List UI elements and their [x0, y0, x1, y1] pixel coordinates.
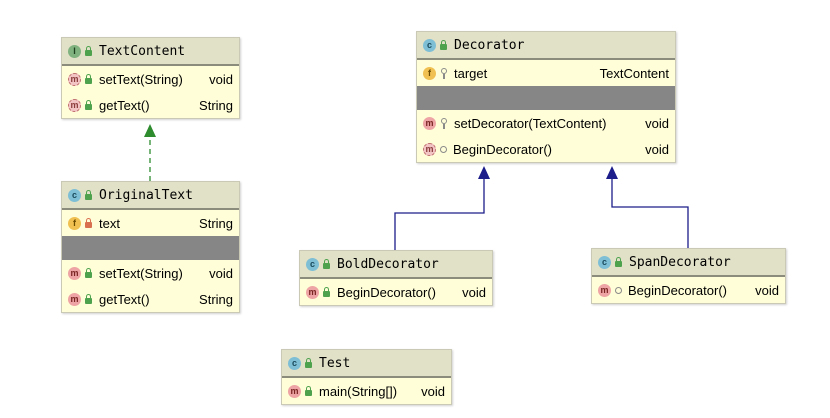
method-row[interactable]: m BeginDecorator() void	[417, 136, 675, 162]
method-type: void	[755, 282, 779, 298]
extends-edge-spandecorator-decorator	[611, 178, 689, 248]
private-icon	[85, 217, 93, 228]
method-name: BeginDecorator()	[337, 284, 436, 300]
method-row[interactable]: m setText(String) void	[62, 66, 239, 92]
method-type: void	[421, 383, 445, 399]
class-box-bolddecorator[interactable]: c BoldDecorator m BeginDecorator() void	[299, 250, 493, 306]
method-name: setText(String)	[99, 71, 183, 87]
method-row[interactable]: m BeginDecorator() void	[592, 277, 785, 303]
abstract-class-icon: c	[423, 38, 436, 52]
package-private-icon	[440, 145, 447, 153]
field-row[interactable]: f target TextContent	[417, 60, 675, 86]
public-icon	[305, 357, 313, 368]
public-icon	[85, 293, 93, 304]
public-icon	[85, 73, 93, 84]
method-name: getText()	[99, 97, 150, 113]
class-box-decorator[interactable]: c Decorator f target TextContent m setDe…	[416, 31, 676, 163]
method-type: void	[209, 265, 233, 281]
public-icon	[85, 267, 93, 278]
method-name: main(String[])	[319, 383, 398, 399]
class-header: c OriginalText	[62, 182, 239, 210]
class-box-test[interactable]: c Test m main(String[]) void	[281, 349, 452, 405]
method-icon: m	[306, 285, 319, 299]
abstract-method-icon: m	[68, 72, 81, 86]
implements-arrowhead	[144, 124, 156, 137]
field-type: TextContent	[599, 65, 669, 81]
class-header: c Decorator	[417, 32, 675, 60]
class-icon: c	[68, 188, 81, 202]
static-method-icon: m	[288, 384, 301, 398]
class-header: I TextContent	[62, 38, 239, 66]
method-icon: m	[68, 266, 81, 280]
field-name: target	[454, 65, 488, 81]
class-name: OriginalText	[99, 187, 193, 203]
method-name: getText()	[99, 291, 150, 307]
method-row[interactable]: m setDecorator(TextContent) void	[417, 110, 675, 136]
interface-icon: I	[68, 44, 81, 58]
method-name: BeginDecorator()	[628, 282, 727, 298]
method-type: void	[645, 141, 669, 157]
method-row[interactable]: m setText(String) void	[62, 260, 239, 286]
runnable-class-icon: c	[288, 356, 301, 370]
class-header: c BoldDecorator	[300, 251, 492, 279]
class-name: Decorator	[454, 37, 525, 53]
abstract-method-icon: m	[423, 142, 436, 156]
method-row[interactable]: m getText() String	[62, 92, 239, 118]
package-private-icon	[615, 286, 622, 294]
method-row[interactable]: m getText() String	[62, 286, 239, 312]
class-icon: c	[306, 257, 319, 271]
class-box-originaltext[interactable]: c OriginalText f text String m setText(S…	[61, 181, 240, 313]
method-icon: m	[598, 283, 611, 297]
class-header: c Test	[282, 350, 451, 378]
method-type: void	[462, 284, 486, 300]
public-icon	[440, 39, 448, 50]
extends-arrowhead-bold	[478, 166, 490, 179]
public-icon	[323, 286, 331, 297]
public-icon	[85, 99, 93, 110]
class-name: TextContent	[99, 43, 186, 59]
field-icon: f	[423, 66, 436, 80]
protected-icon	[440, 67, 448, 79]
method-type: String	[199, 97, 233, 113]
method-icon: m	[423, 116, 436, 130]
constructor-separator	[62, 236, 239, 260]
method-type: void	[645, 115, 669, 131]
abstract-method-icon: m	[68, 98, 81, 112]
class-icon: c	[598, 255, 611, 269]
public-icon	[305, 385, 313, 396]
method-icon: m	[68, 292, 81, 306]
extends-arrowhead-span	[606, 166, 618, 179]
field-row[interactable]: f text String	[62, 210, 239, 236]
class-name: SpanDecorator	[629, 254, 731, 270]
class-name: BoldDecorator	[337, 256, 439, 272]
field-type: String	[199, 215, 233, 231]
extends-edge-bolddecorator-decorator	[394, 178, 485, 250]
public-icon	[323, 258, 331, 269]
method-name: setText(String)	[99, 265, 183, 281]
method-row[interactable]: m BeginDecorator() void	[300, 279, 492, 305]
method-type: String	[199, 291, 233, 307]
class-box-spandecorator[interactable]: c SpanDecorator m BeginDecorator() void	[591, 248, 786, 304]
public-icon	[615, 256, 623, 267]
constructor-separator	[417, 86, 675, 110]
method-name: setDecorator(TextContent)	[454, 115, 607, 131]
method-name: BeginDecorator()	[453, 141, 552, 157]
public-icon	[85, 45, 93, 56]
class-box-textcontent[interactable]: I TextContent m setText(String) void m g…	[61, 37, 240, 119]
field-name: text	[99, 215, 120, 231]
class-name: Test	[319, 355, 351, 371]
public-icon	[85, 189, 93, 200]
method-row[interactable]: m main(String[]) void	[282, 378, 451, 404]
field-icon: f	[68, 216, 81, 230]
class-header: c SpanDecorator	[592, 249, 785, 277]
protected-icon	[440, 117, 448, 129]
method-type: void	[209, 71, 233, 87]
